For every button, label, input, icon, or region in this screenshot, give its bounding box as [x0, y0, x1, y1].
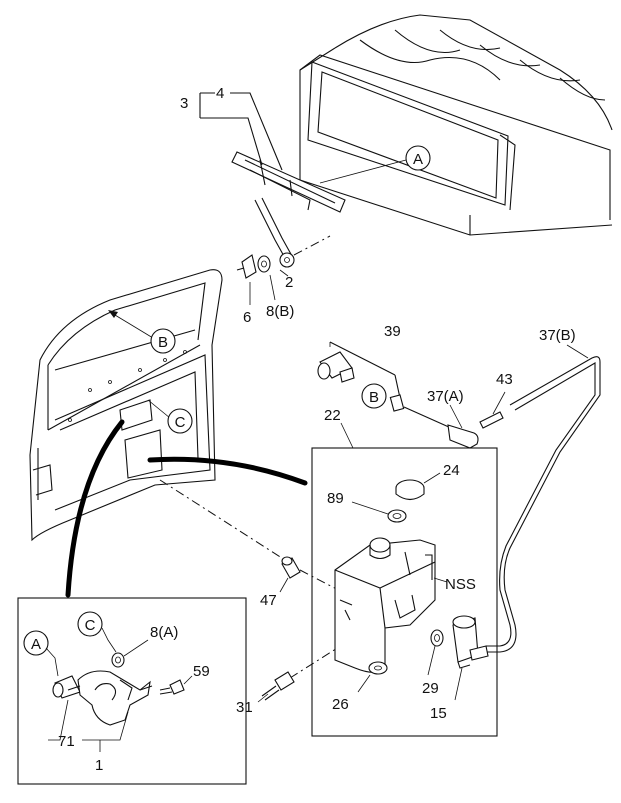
hose-37a [403, 404, 479, 449]
label-43: 43 [496, 371, 513, 388]
ref-b-nozzle-label: B [369, 389, 379, 406]
label-59: 59 [193, 663, 210, 680]
motor-inset-frame [17, 597, 247, 785]
label-47: 47 [260, 592, 277, 609]
label-nss: NSS [445, 576, 476, 593]
ref-c-door: C [147, 399, 193, 434]
label-29: 29 [422, 680, 439, 697]
washer-26 [357, 661, 388, 693]
hose-37b [486, 344, 601, 653]
wiper-motor [52, 670, 153, 726]
seal-89 [351, 501, 407, 523]
label-71: 71 [58, 733, 75, 750]
rear-window-body [299, 14, 613, 236]
centerline-door-47 [159, 479, 286, 561]
label-37b: 37(B) [539, 327, 576, 344]
ref-a-window-label: A [413, 151, 423, 168]
bolt-59 [159, 675, 193, 695]
ref-c-inset: C [77, 611, 117, 653]
label-2: 2 [285, 274, 293, 291]
label-31: 31 [236, 699, 253, 716]
ref-c-door-label: C [175, 414, 186, 431]
bushing-8a [111, 639, 149, 668]
nozzle-39 [317, 341, 405, 412]
label-24: 24 [443, 462, 460, 479]
filler-cap-24 [395, 472, 441, 501]
label-4: 4 [216, 85, 224, 102]
ref-b-nozzle [361, 383, 387, 409]
ref-b-door: B [108, 310, 176, 354]
label-8b: 8(B) [266, 303, 294, 320]
label-89: 89 [327, 490, 344, 507]
label-3: 3 [180, 95, 188, 112]
ref-a-window: A [319, 145, 431, 184]
hose-door-to-tank [147, 456, 308, 486]
wiper-blade-arm [199, 92, 346, 277]
screw-31 [257, 671, 295, 703]
label-1: 1 [95, 757, 103, 774]
washer-pump-15 [452, 615, 489, 701]
nut-cap-and-washer [236, 254, 276, 305]
label-39: 39 [384, 323, 401, 340]
ref-a-inset: A [23, 630, 59, 677]
label-8a: 8(A) [150, 624, 178, 641]
ref-c-inset-label: C [85, 617, 96, 634]
tank-frame [311, 422, 498, 737]
ref-a-inset-label: A [31, 636, 41, 653]
label-37a: 37(A) [427, 388, 464, 405]
washer-tank [334, 537, 448, 673]
rear-door [29, 269, 223, 542]
ref-b-door-label: B [158, 334, 168, 351]
connector-43 [479, 391, 506, 429]
seal-29 [427, 629, 444, 676]
hose-door-to-motor [65, 419, 125, 598]
leader-71-1 [48, 699, 129, 752]
label-6: 6 [243, 309, 251, 326]
label-26: 26 [332, 696, 349, 713]
label-15: 15 [430, 705, 447, 722]
label-22: 22 [324, 407, 341, 424]
grommet-47 [279, 556, 301, 593]
